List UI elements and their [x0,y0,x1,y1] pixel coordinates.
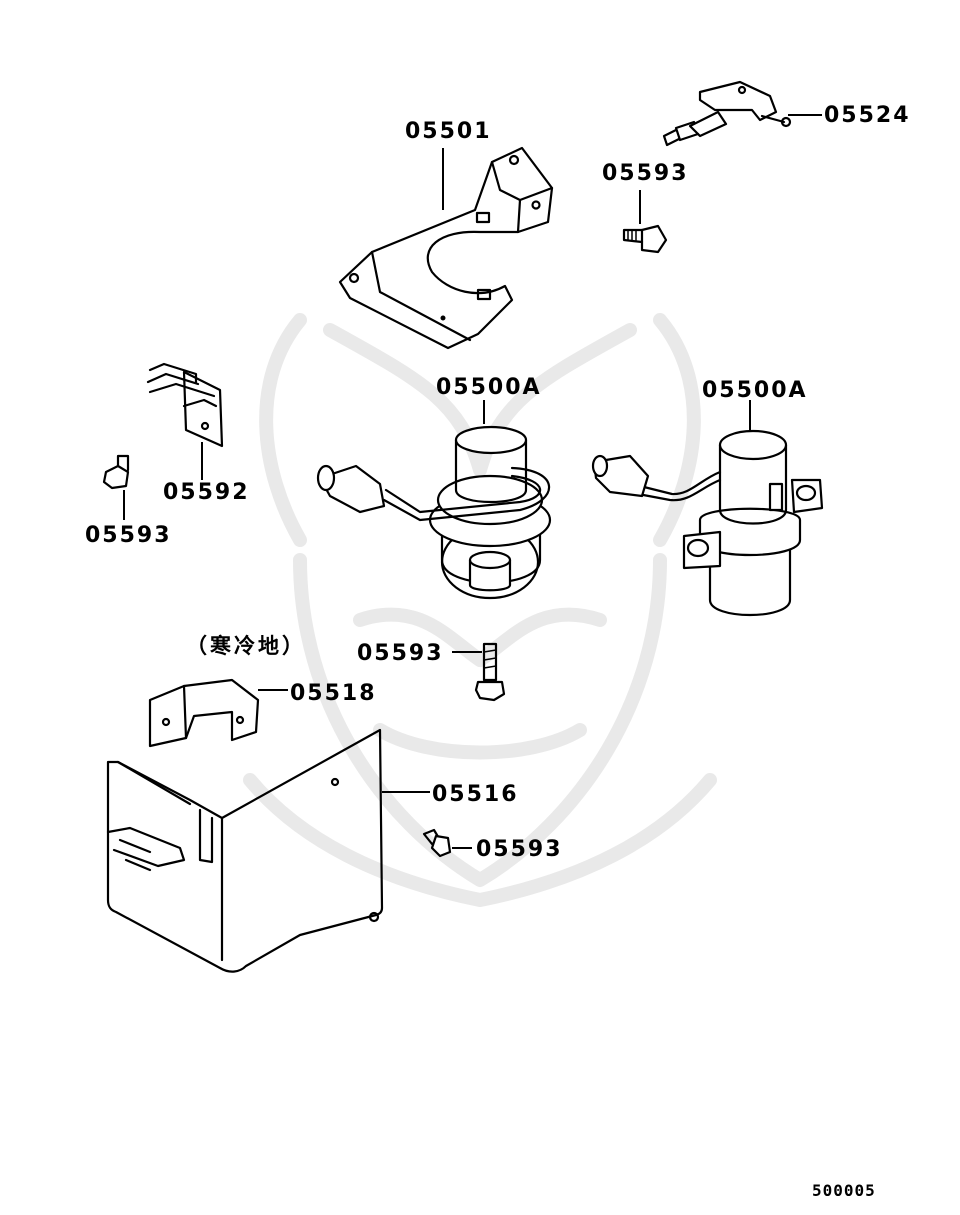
part-label-05500a-right: 05500A [702,378,808,403]
part-label-05592: 05592 [163,480,250,505]
cover-05518-icon [148,678,260,748]
sensor-05524-icon [662,80,792,147]
part-label-05501: 05501 [405,119,492,144]
part-label-05593-middle: 05593 [357,641,444,666]
part-label-05524: 05524 [824,103,911,128]
part-label-05593-left: 05593 [85,523,172,548]
bolt-top-icon [622,224,668,254]
bolt-middle-icon [474,642,506,702]
diagram-code: 500005 [812,1181,876,1200]
part-label-05500a-left: 05500A [436,375,542,400]
vacuum-pump-right-icon [591,429,824,616]
clip-bracket-05592-icon [146,362,224,448]
watermark-logo-icon [243,313,717,907]
bracket-05501-icon [338,146,554,350]
bolt-left-icon [102,454,130,490]
cold-region-note: （寒冷地） [186,634,306,658]
bolt-lower-icon [422,828,452,858]
part-label-05593-top: 05593 [602,161,689,186]
part-label-05518: 05518 [290,681,377,706]
part-label-05516: 05516 [432,782,519,807]
part-label-05593-lower: 05593 [476,837,563,862]
vacuum-pump-left-icon [316,425,552,600]
shield-05516-icon [106,728,384,973]
